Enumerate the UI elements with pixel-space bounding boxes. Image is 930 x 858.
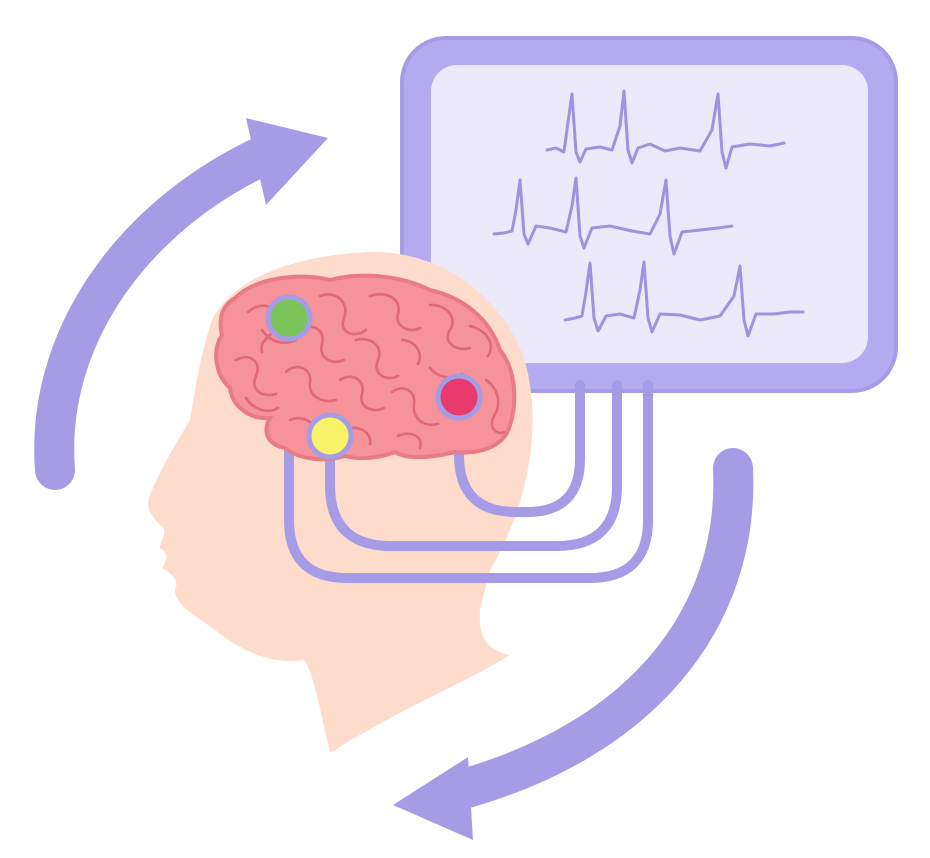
electrode-cables — [284, 313, 653, 583]
cycle-arrow-top-left — [34, 118, 328, 490]
electrode-green — [265, 294, 313, 342]
cable-magenta — [454, 380, 585, 517]
cycle-arrow-bottom-right — [393, 448, 754, 840]
eeg-waveform-row-2 — [492, 176, 734, 256]
cable-green — [284, 313, 653, 583]
eeg-waveform-row-3 — [563, 260, 805, 338]
electrodes — [265, 294, 483, 460]
cable-yellow — [325, 380, 622, 551]
eeg-waveform-row-1 — [545, 89, 786, 170]
electrode-yellow — [306, 412, 354, 460]
electrode-magenta — [435, 373, 483, 421]
eeg-monitor — [400, 36, 898, 393]
